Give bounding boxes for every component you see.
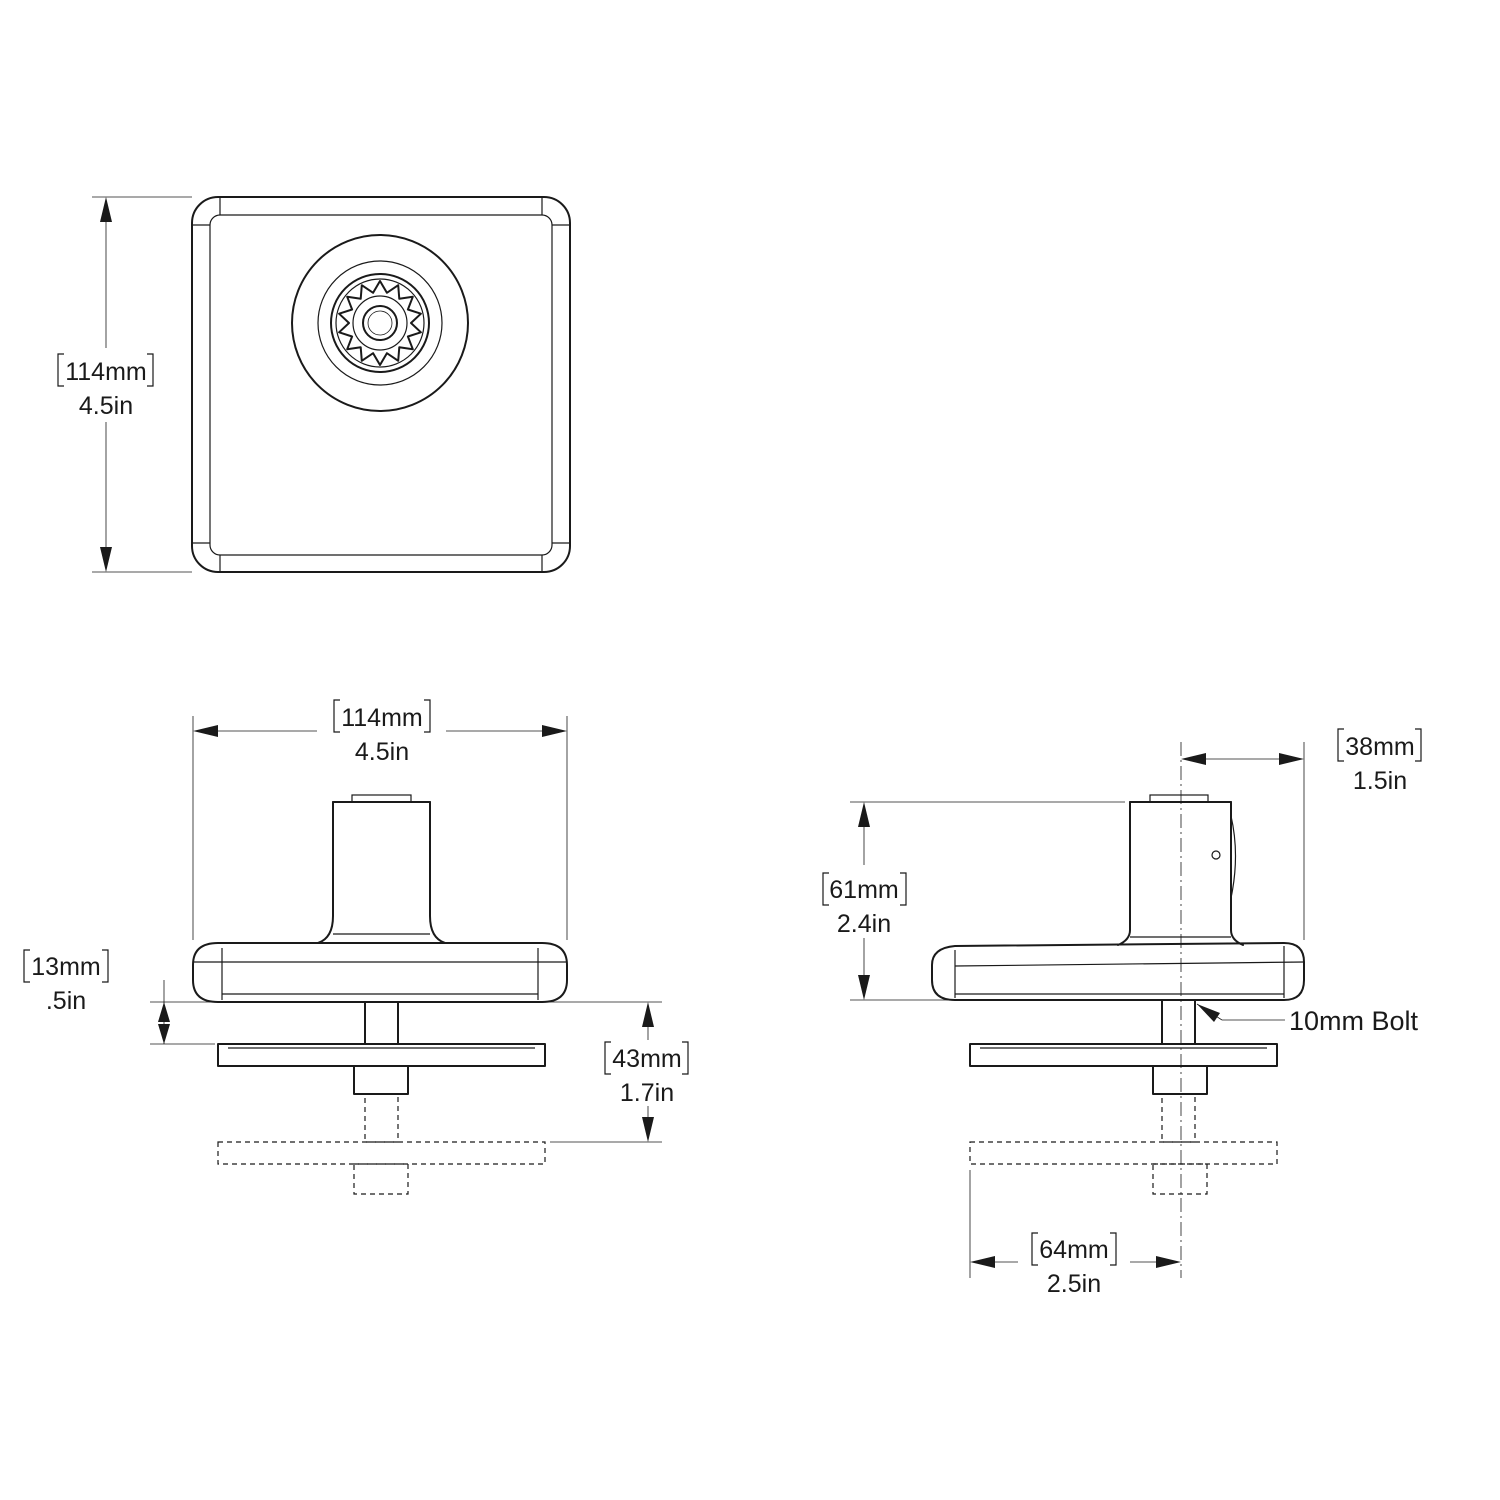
front-width-dimension: 114mm 4.5in [192,699,568,940]
top-view-height-in: 4.5in [79,392,133,420]
top-view-height-dimension: 114mm 4.5in [57,196,192,573]
side-offset-mm: 38mm [1345,733,1414,761]
side-post [1117,801,1244,946]
top-view-knob [291,234,469,412]
knob-center-bore [362,305,398,341]
knob-outer-ring [291,234,469,412]
side-nut [1152,1065,1208,1095]
front-width-in: 4.5in [355,738,409,766]
front-nut [353,1065,409,1095]
top-view-inner-outline [209,214,553,556]
top-view-height-mm: 114mm [65,358,147,386]
front-width-mm: 114mm [341,704,423,732]
front-view [192,794,568,1195]
top-view-outer-outline [191,196,571,573]
front-lower-plate-max [217,1141,546,1165]
side-depth-in: 2.5in [1047,1270,1101,1298]
front-bolt [364,1001,399,1045]
side-bolt [1161,999,1196,1045]
side-lower-plate-max [969,1141,1278,1165]
front-post [317,801,446,944]
side-height-mm: 61mm [829,876,898,904]
side-offset-in: 1.5in [1353,767,1407,795]
front-lower-plate [217,1043,546,1067]
side-offset-dimension: 38mm 1.5in [1181,728,1422,940]
base-thickness-mm: 13mm [31,953,100,981]
side-height-in: 2.4in [837,910,891,938]
side-depth-dimension: 64mm 2.5in [969,1170,1181,1298]
side-view [931,742,1305,1278]
bolt-callout: 10mm Bolt [1196,1003,1419,1036]
side-base-plate [931,942,1305,1001]
clamp-range-mm: 43mm [612,1045,681,1073]
top-view [191,196,571,573]
clamp-range-in: 1.7in [620,1079,674,1107]
clamp-range-dimension: 43mm 1.7in [402,1001,689,1143]
bolt-label: 10mm Bolt [1289,1006,1419,1036]
side-lower-plate [969,1043,1278,1067]
side-depth-mm: 64mm [1039,1236,1108,1264]
knob-gear-teeth [338,280,422,366]
top-view-corner-breaks [192,197,570,572]
base-thickness-in: .5in [46,987,86,1015]
base-thickness-dimension: 13mm .5in [23,949,215,1045]
side-height-dimension: 61mm 2.4in [822,801,1125,1001]
front-base-plate [192,942,568,1003]
